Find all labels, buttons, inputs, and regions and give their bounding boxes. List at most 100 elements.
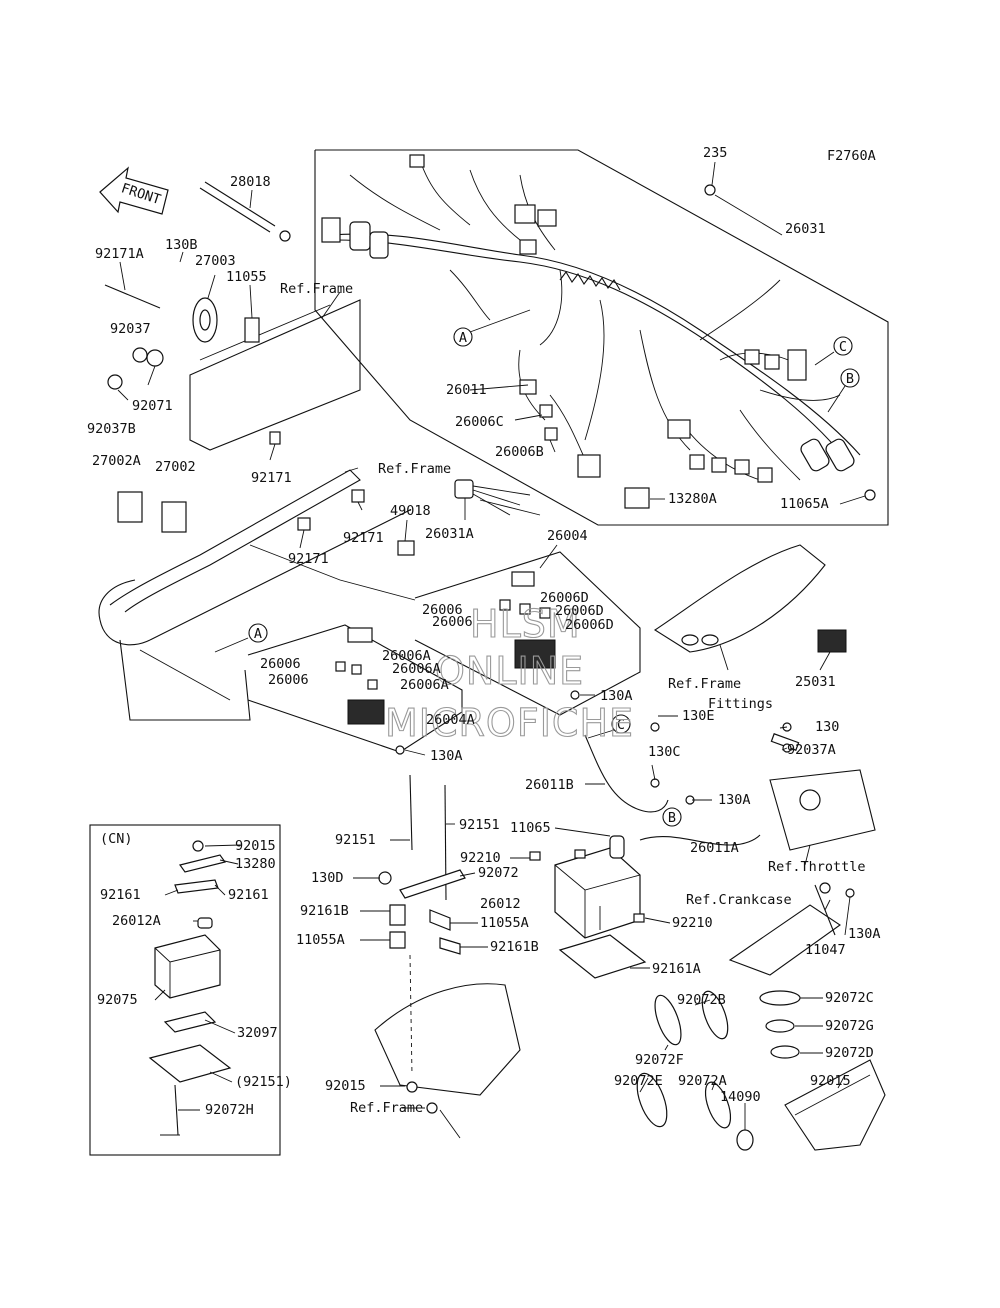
part-label: 92171 [288, 551, 329, 567]
part-label: 11047 [805, 942, 846, 958]
battery-26012 [554, 835, 641, 939]
part-label: 92210 [460, 850, 501, 866]
part-label: 14090 [720, 1089, 761, 1105]
cn-battery-box [89, 824, 281, 1156]
part-label: Ref.Throttle [768, 859, 866, 875]
part-label: 92171 [343, 530, 384, 546]
part-label: 130C [648, 744, 681, 760]
harness-box-outline [314, 149, 889, 526]
svg-text:A: A [459, 330, 467, 346]
part-label: 130D [311, 870, 344, 886]
part-label: 130 [815, 719, 839, 735]
part-label: 26006B [495, 444, 544, 460]
part-label: 26006 [268, 672, 309, 688]
sub-harness-26031a [454, 479, 531, 516]
part-label: 130B [165, 237, 198, 253]
part-label: 13280A [668, 491, 717, 507]
front-arrow-icon: FRONT [99, 166, 169, 215]
part-label: 92072G [825, 1018, 874, 1034]
part-label: 49018 [390, 503, 431, 519]
svg-text:B: B [846, 371, 854, 387]
part-label: 11065 [510, 820, 551, 836]
part-label: 26011A [690, 840, 739, 856]
part-label: Ref.Crankcase [686, 892, 792, 908]
part-label: Fittings [708, 696, 773, 712]
connector-box-outline [247, 551, 641, 753]
tube-28018 [199, 181, 291, 242]
part-label: Ref.Frame [280, 281, 353, 297]
part-label: Ref.Frame [378, 461, 451, 477]
part-label: 92015 [235, 838, 276, 854]
part-label: Ref.Frame [668, 676, 741, 692]
part-label: 26006A [392, 661, 441, 677]
brackets-11055a [389, 904, 461, 955]
callout-a-1: A [453, 309, 531, 347]
svg-text:B: B [668, 810, 676, 826]
figure-code: F2760A [827, 148, 876, 164]
watermark: HLSM ONLINE MICROFICHE [384, 601, 633, 745]
part-label: 26006A [382, 648, 431, 664]
part-label: 26006C [455, 414, 504, 430]
part-label: 92161 [100, 887, 141, 903]
callout-c-1: C [814, 336, 853, 366]
part-label: 32097 [237, 1025, 278, 1041]
part-label: 92171 [251, 470, 292, 486]
clamps-92072 [636, 990, 801, 1151]
part-label: 26006 [432, 614, 473, 630]
callout-c-2: C [587, 714, 631, 739]
part-label: 26006D [565, 617, 614, 633]
part-label: 27003 [195, 253, 236, 269]
part-label: 92071 [132, 398, 173, 414]
svg-text:C: C [839, 339, 847, 355]
part-label: 26011 [446, 382, 487, 398]
part-label: 27002A [92, 453, 141, 469]
part-label: 26004 [547, 528, 588, 544]
battery-mat-92161a [558, 934, 647, 979]
part-label: 11065A [780, 496, 829, 512]
part-label: 92072D [825, 1045, 874, 1061]
part-label: 26006 [422, 602, 463, 618]
part-label: 26012A [112, 913, 161, 929]
part-label: 92072 [478, 865, 519, 881]
part-label: 92015 [325, 1078, 366, 1094]
part-label: 92072A [678, 1073, 727, 1089]
throttle-body [769, 722, 876, 851]
part-label: 28018 [230, 174, 271, 190]
part-label: 92037 [110, 321, 151, 337]
part-label: 25031 [795, 674, 836, 690]
grommets-92037 [107, 347, 164, 390]
harness-coil-wrap [559, 271, 621, 291]
svg-text:ONLINE: ONLINE [435, 649, 584, 693]
part-label: 92037A [787, 742, 836, 758]
part-label: 26031 [785, 221, 826, 237]
part-label: 27002 [155, 459, 196, 475]
part-label: 11055A [296, 932, 345, 948]
harness-connectors [321, 154, 876, 509]
part-label: 92015 [810, 1073, 851, 1089]
part-label: 92072E [614, 1073, 663, 1089]
part-label: 92210 [672, 915, 713, 931]
part-label: 26006 [260, 656, 301, 672]
box-label: (CN) [100, 831, 133, 847]
part-label: 130A [430, 748, 463, 764]
svg-text:C: C [617, 717, 625, 733]
part-label: 92072H [205, 1102, 254, 1118]
callout-b-2: B [662, 807, 682, 827]
part-label: 92151 [459, 817, 500, 833]
callout-a-2: A [214, 623, 268, 653]
part-label: 130A [718, 792, 751, 808]
svg-text:A: A [254, 626, 262, 642]
part-label: 92161 [228, 887, 269, 903]
part-label: 92037B [87, 421, 136, 437]
part-label: 26006D [555, 603, 604, 619]
part-label: 11055 [226, 269, 267, 285]
part-label: (92151) [235, 1074, 292, 1090]
part-label: 92161B [490, 939, 539, 955]
relays-27002 [117, 491, 187, 533]
part-label: 26006A [400, 677, 449, 693]
part-label: 26004A [426, 712, 475, 728]
svg-text:HLSM: HLSM [470, 602, 581, 646]
part-label: 13280 [235, 856, 276, 872]
callout-b-1: B [827, 368, 860, 413]
